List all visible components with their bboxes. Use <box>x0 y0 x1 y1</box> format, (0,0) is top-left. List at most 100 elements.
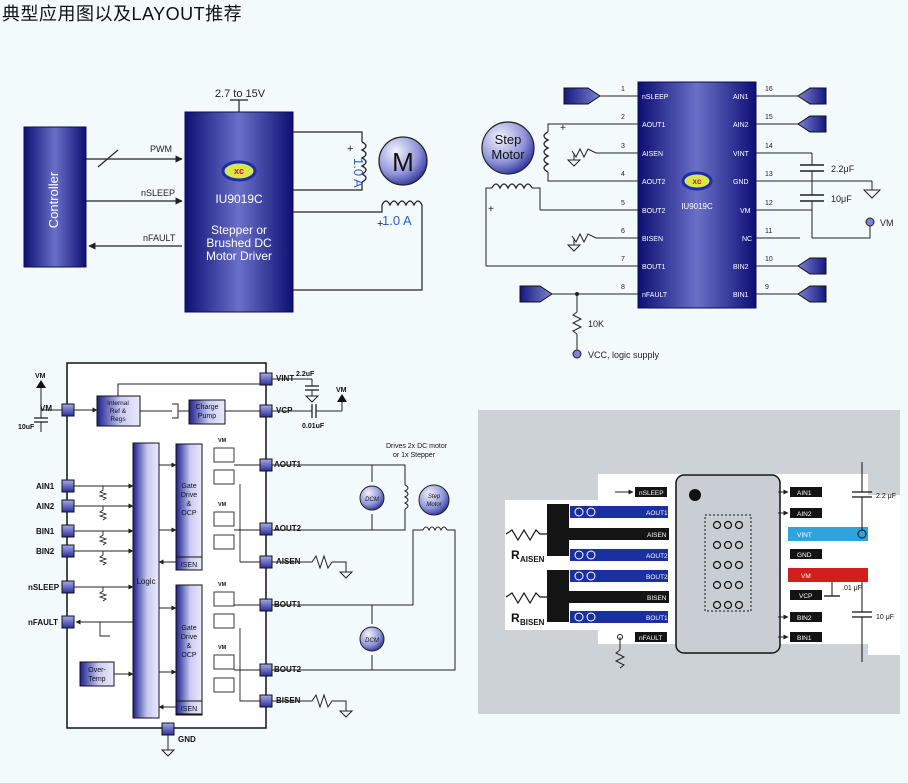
cap-top-label: 2.2 μF <box>876 493 896 500</box>
block-diagram: Controller xc IU9019C Stepper or Brushed… <box>23 88 428 313</box>
lp-aout1: AOUT1 <box>646 510 668 517</box>
r-aisen-sub: AISEN <box>520 555 545 564</box>
ic-footprint <box>675 474 781 654</box>
app-chip-name: IU9019C <box>681 202 713 211</box>
ref-regs-text-3: Regs <box>110 416 126 423</box>
pin-num: 8 <box>621 284 625 291</box>
nsleep-label: nSLEEP <box>141 188 175 198</box>
isen-a-label: ISEN <box>181 562 197 569</box>
pin-num: 6 <box>621 228 625 235</box>
pin-num: 2 <box>621 114 625 121</box>
page-title: 典型应用图以及LAYOUT推荐 <box>2 4 243 24</box>
pin-name: AIN1 <box>733 94 749 101</box>
chip-desc-2: Brushed DC <box>206 236 272 250</box>
ref-regs-text-1: Internal <box>107 400 129 407</box>
gate-a-1: Gate <box>181 483 196 490</box>
connector-nfault-icon <box>519 285 553 303</box>
over-temp-1: Over- <box>88 667 106 674</box>
app-logo-icon <box>681 171 713 191</box>
connector-ain2-icon <box>797 115 827 133</box>
r-bisen-sub: BISEN <box>520 618 545 627</box>
cap-2u2-label: 2.2μF <box>831 164 855 174</box>
vint-trace <box>788 527 868 541</box>
step-motor-b-2: Motor <box>426 502 442 508</box>
pin-nsleep: nSLEEP <box>28 583 60 592</box>
gate-drive-b-block <box>175 584 203 716</box>
lp-aout2: AOUT2 <box>646 553 668 560</box>
r-bisen-r: R <box>511 611 520 625</box>
vm-small-2: VM <box>218 502 227 508</box>
cap-vint-label: 2.2uF <box>296 371 315 378</box>
pin-name: AOUT1 <box>642 122 665 129</box>
isen-a-block <box>175 556 203 571</box>
connector-bin2-icon <box>797 257 827 275</box>
logo-text: xc <box>234 166 244 176</box>
pin-name: GND <box>733 179 749 186</box>
controller-label: Controller <box>46 171 61 228</box>
charge-pump-text-2: Pump <box>198 413 216 420</box>
pin-name: AISEN <box>642 151 663 158</box>
pin-name: BISEN <box>642 236 663 243</box>
step-motor-label-2: Motor <box>491 147 525 162</box>
drives-note-1: Drives 2x DC motor <box>386 443 448 450</box>
charge-pump-block <box>188 399 226 425</box>
current-label-1: 1.0 A <box>351 158 366 188</box>
supply-label: 2.7 to 15V <box>215 88 266 100</box>
pin-nfault: nFAULT <box>28 618 58 627</box>
resistor-10k-label: 10K <box>588 319 604 329</box>
pin-bin1: BIN1 <box>36 527 55 536</box>
dcm-b-icon <box>359 626 385 652</box>
pin-num: 5 <box>621 200 625 207</box>
gate-b-3: & <box>187 643 192 650</box>
connector-ain1-icon <box>797 87 827 105</box>
vcc-label: VCC, logic supply <box>588 350 660 360</box>
charge-pump-text-1: Charge <box>196 404 219 411</box>
logic-block <box>132 442 160 719</box>
rp-bin2: BIN2 <box>797 615 812 622</box>
vm-small-3: VM <box>218 582 227 588</box>
rp-bin1: BIN1 <box>797 635 812 642</box>
vm-top-label: VM <box>35 373 46 380</box>
svg-text:+: + <box>560 123 566 134</box>
pin-name: BOUT2 <box>642 208 665 215</box>
chip-name: IU9019C <box>215 192 263 206</box>
current-label-2: 1.0 A <box>382 213 412 228</box>
drives-note-2: or 1x Stepper <box>393 452 436 459</box>
pin-ain2: AIN2 <box>36 502 55 511</box>
pin-num: 12 <box>765 200 773 207</box>
app-chip-box <box>637 81 757 309</box>
rp-ain1: AIN1 <box>797 490 812 497</box>
gate-a-2: Drive <box>181 492 197 499</box>
over-temp-2: Temp <box>88 676 105 683</box>
motor-label: M <box>392 147 414 177</box>
pin-name: VM <box>740 208 751 215</box>
rp-vcp: VCP <box>799 593 812 600</box>
cap-10u-label: 10μF <box>831 194 852 204</box>
rp-vint: VINT <box>797 532 812 539</box>
pin-name: nSLEEP <box>642 94 669 101</box>
pin-name: VINT <box>733 151 750 158</box>
pin-num: 13 <box>765 171 773 178</box>
chip-desc-3: Motor Driver <box>206 249 272 263</box>
pin-name: AIN2 <box>733 122 749 129</box>
pwm-label: PWM <box>150 144 172 154</box>
pin-name: BIN1 <box>733 292 749 299</box>
pin-num: 15 <box>765 114 773 121</box>
connector-bin1-icon <box>797 285 827 303</box>
pin-gnd: GND <box>178 735 196 744</box>
pin-name: BIN2 <box>733 264 749 271</box>
pin-num: 16 <box>765 86 773 93</box>
pin-name: NC <box>742 236 752 243</box>
chip-desc-1: Stepper or <box>211 223 267 237</box>
pin-ain1: AIN1 <box>36 482 55 491</box>
dcm-b-label: DCM <box>365 638 379 644</box>
dcm-a-label: DCM <box>365 497 379 503</box>
rp-vm: VM <box>801 573 811 580</box>
internal-block-diagram: VM AIN1 AIN2 BIN1 BIN2 nSLEEP nFAULT VIN… <box>18 362 456 757</box>
cap-vcp-label: 0.01uF <box>302 423 325 430</box>
rp-gnd: GND <box>797 552 812 559</box>
logic-label: Logic <box>136 577 155 586</box>
